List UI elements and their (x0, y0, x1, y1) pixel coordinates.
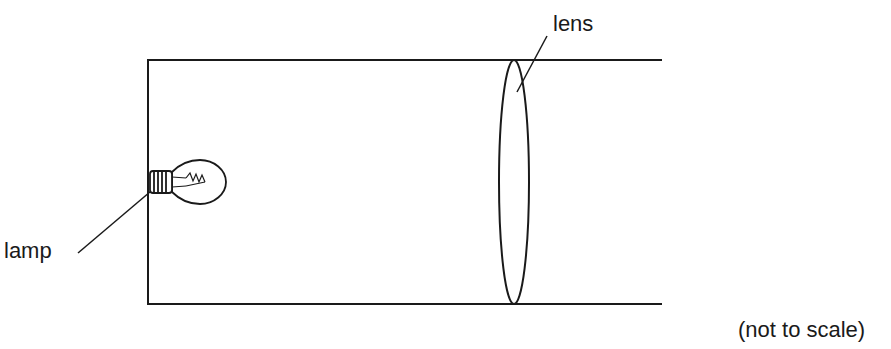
leader-line (78, 186, 157, 253)
lamp-symbol (150, 160, 226, 204)
tube-outline (148, 60, 662, 304)
scale-note: (not to scale) (738, 318, 865, 342)
lens-shape (499, 60, 529, 304)
leader-line (517, 36, 547, 92)
part-label: lamp (4, 239, 52, 263)
part-label: lens (553, 12, 593, 36)
